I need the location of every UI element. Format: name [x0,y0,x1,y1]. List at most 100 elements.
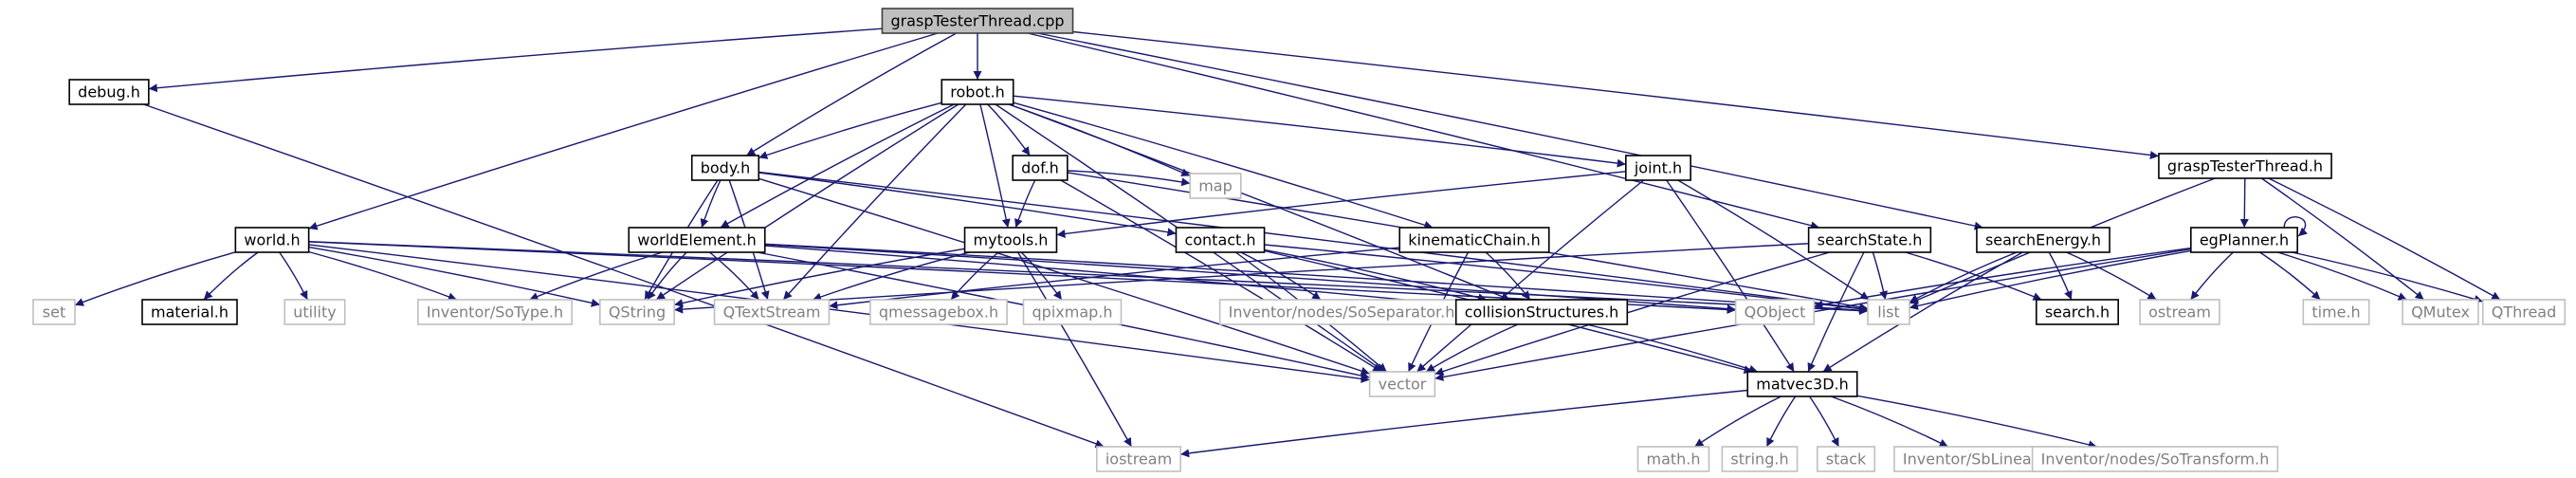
edge-world-h-to-utility [279,251,308,301]
node-grasptesterthread-h[interactable]: graspTesterThread.h [2158,153,2332,179]
node-joint-h[interactable]: joint.h [1625,155,1691,181]
node-box [1721,446,1799,472]
node-label: egPlanner.h [2200,231,2289,249]
node-robot-h[interactable]: robot.h [941,79,1014,105]
edge-matvec3d-h-to-string-h [1765,395,1797,448]
node-box [599,299,675,325]
node-label: joint.h [1634,159,1682,177]
node-label: mytools.h [974,231,1049,249]
node-label: set [43,303,65,322]
edge-worldelement-h-to-list [764,243,1869,315]
node-inventor-nodes-sotransform-h: Inventor/nodes/SoTransform.h [2031,446,2279,472]
node-box [417,299,573,325]
node-label: material.h [151,303,228,322]
node-contact-h[interactable]: contact.h [1175,227,1266,253]
edge-joint-h-to-mytools-h [1056,171,1626,238]
edge-robot-h-to-joint-h [1013,95,1626,168]
edge-worldelement-h-to-qtextstream [709,251,760,301]
edge-worldelement-h-to-inventor-sotype-h [529,251,663,301]
edge-joint-h-to-matvec3d-h [1666,179,1795,373]
node-material-h[interactable]: material.h [141,299,238,325]
node-string-h: string.h [1721,446,1799,472]
node-egplanner-h[interactable]: egPlanner.h [2190,227,2298,253]
edge-searchstate-h-to-qstring [674,243,1809,314]
node-label: graspTesterThread.cpp [890,12,1064,30]
node-body-h[interactable]: body.h [690,155,760,181]
node-box [2481,299,2567,325]
node-box [1746,371,1858,397]
edge-grasptesterthread-cpp-to-searchenergy-h [1037,32,1983,230]
node-world-h[interactable]: world.h [234,227,310,253]
edge-grasptesterthread-h-to-egplanner-h [2239,177,2249,229]
node-qmessagebox-h: qmessagebox.h [869,299,1008,325]
node-box [1625,155,1691,181]
node-box [68,79,150,105]
node-label: searchEnergy.h [1985,231,2101,249]
node-label: collisionStructures.h [1465,303,1619,322]
node-label: QTextStream [723,303,821,322]
node-label: qmessagebox.h [879,303,998,322]
edge-world-h-to-qstring [308,246,600,307]
edge-contact-h-to-collisionstructures-h [1264,248,1488,303]
edge-egplanner-h-to-qmutex [2277,251,2407,301]
node-label: Inventor/nodes/SoTransform.h [2041,450,2270,469]
edge-robot-h-to-body-h [758,101,942,159]
edge-searchstate-h-to-matvec3d-h [1807,251,1865,373]
node-dof-h[interactable]: dof.h [1012,155,1069,181]
edge-body-h-to-contact-h [758,172,1177,237]
node-box [2031,446,2279,472]
edge-mytools-h-to-iostream [1017,251,1133,448]
edge-robot-h-to-collisionstructures-h [1009,103,1510,301]
node-matvec3d-h[interactable]: matvec3D.h [1746,371,1858,397]
edge-mytools-h-to-qstring [674,248,965,307]
node-worldelement-h[interactable]: worldElement.h [628,227,766,253]
edge-world-h-to-list [308,241,1869,316]
edge-egplanner-h-to-qthread [2292,251,2483,303]
node-label: body.h [701,159,751,177]
node-kinematicchain-h[interactable]: kinematicChain.h [1398,227,1550,253]
node-searchstate-h[interactable]: searchState.h [1807,227,1932,253]
node-label: map [1198,177,1233,195]
edge-grasptesterthread-cpp-to-world-h [308,32,939,230]
edge-world-h-to-inventor-sotype-h [308,250,458,302]
node-debug-h[interactable]: debug.h [68,79,150,105]
node-label: kinematicChain.h [1408,231,1541,249]
node-qmutex: QMutex [2402,299,2479,325]
edge-world-h-to-vector [308,244,1370,383]
edge-searchenergy-h-to-list [1909,251,2018,303]
node-box [2190,227,2298,253]
node-qtextstream: QTextStream [713,299,831,325]
node-box [2036,299,2119,325]
node-mytools-h[interactable]: mytools.h [963,227,1058,253]
node-collisionstructures-h[interactable]: collisionStructures.h [1454,299,1629,325]
edge-robot-h-to-worldelement-h [720,103,955,229]
node-grasptesterthread-cpp[interactable]: graspTesterThread.cpp [881,8,1074,34]
edge-joint-h-to-list [1677,179,1870,301]
edge-searchstate-h-to-search-h [1905,251,2042,301]
edge-mytools-h-to-qtextstream [812,251,971,302]
edge-body-h-to-vector [758,177,1370,376]
edge-egplanner-h-to-list [1909,249,2191,310]
edge-robot-h-to-mytools-h [979,103,1011,229]
node-search-h[interactable]: search.h [2036,299,2119,325]
node-box [1867,299,1910,325]
node-label: Inventor/nodes/SoSeparator.h [1229,303,1455,322]
node-label: QThread [2492,303,2557,322]
edge-dof-h-to-mytools-h [1014,179,1036,229]
node-box [1189,173,1242,199]
node-box [869,299,1008,325]
node-box [2402,299,2479,325]
edge-grasptesterthread-cpp-to-grasptesterthread-h [1072,30,2159,159]
edge-robot-h-to-kinematicchain-h [1013,101,1434,230]
node-label: time.h [2311,303,2360,322]
node-label: dof.h [1021,159,1059,177]
node-label: robot.h [950,83,1004,101]
edge-mytools-h-to-qpixmap-h [1020,251,1063,301]
edge-grasptesterthread-cpp-to-debug-h [148,28,883,93]
node-searchenergy-h[interactable]: searchEnergy.h [1976,227,2110,253]
edge-robot-h-to-qtextstream [782,103,967,301]
edge-collisionstructures-h-to-matvec3d-h [1585,323,1759,374]
edge-grasptesterthread-cpp-to-searchstate-h [1027,32,1820,230]
node-label: contact.h [1184,231,1255,249]
